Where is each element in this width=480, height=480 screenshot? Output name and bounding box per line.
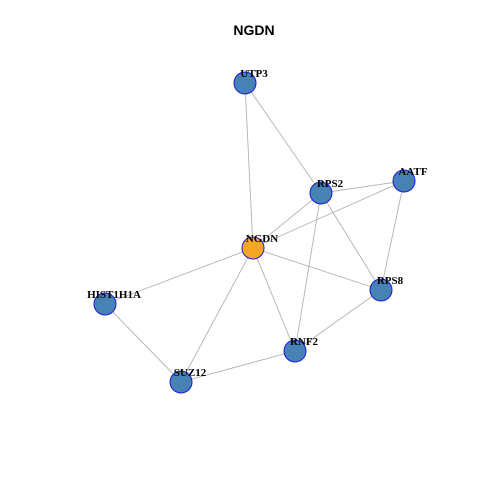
- node-label-utp3: UTP3: [240, 68, 268, 80]
- edge-rps2-rps8: [320, 192, 382, 291]
- node-aatf[interactable]: [392, 169, 416, 193]
- node-rnf2[interactable]: [283, 339, 307, 363]
- edge-aatf-rps8: [380, 180, 405, 291]
- diagram-title: NGDN: [233, 22, 274, 38]
- edge-rps2-ngdn: [252, 192, 322, 249]
- node-ngdn[interactable]: [241, 236, 265, 260]
- edge-ngdn-rps8: [252, 247, 382, 291]
- node-label-suz12: SUZ12: [174, 367, 207, 379]
- edge-ngdn-hist1h1a: [104, 247, 254, 305]
- node-hist1h1a[interactable]: [93, 292, 117, 316]
- node-utp3[interactable]: [233, 71, 257, 95]
- node-label-aatf: AATF: [398, 166, 427, 178]
- node-label-rnf2: RNF2: [290, 336, 319, 348]
- node-label-rps8: RPS8: [377, 275, 404, 287]
- node-rps8[interactable]: [369, 278, 393, 302]
- edge-ngdn-suz12: [180, 247, 254, 383]
- node-layer: [93, 71, 416, 394]
- node-rps2[interactable]: [309, 181, 333, 205]
- edge-hist1h1a-suz12: [104, 303, 182, 383]
- edge-utp3-ngdn: [244, 82, 254, 249]
- edge-utp3-rps2: [244, 82, 322, 194]
- edge-rps2-rnf2: [294, 192, 322, 352]
- edge-rnf2-suz12: [180, 350, 296, 383]
- edge-ngdn-rnf2: [252, 247, 296, 352]
- node-suz12[interactable]: [169, 370, 193, 394]
- node-label-hist1h1a: HIST1H1A: [87, 289, 141, 301]
- edge-rps8-rnf2: [294, 289, 382, 352]
- node-label-rps2: RPS2: [317, 178, 344, 190]
- node-label-ngdn: NGDN: [246, 233, 278, 245]
- edge-layer: [104, 82, 405, 383]
- edge-aatf-ngdn: [252, 180, 405, 249]
- edge-rps2-aatf: [320, 180, 405, 194]
